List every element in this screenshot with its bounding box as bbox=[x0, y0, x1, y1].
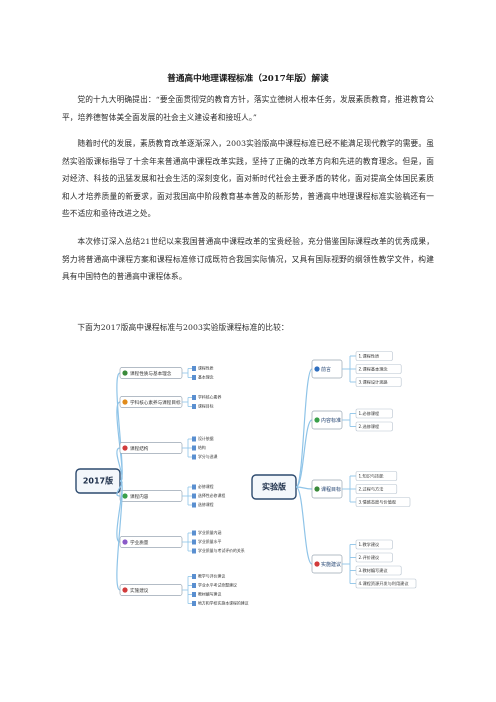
right-leaf-label: 1.知识与技能 bbox=[359, 472, 385, 479]
left-leaf-label: 教学与评价建议 bbox=[198, 574, 225, 579]
right-leaf-box bbox=[355, 565, 402, 576]
pin-icon bbox=[122, 587, 128, 593]
right-branch-connector bbox=[295, 419, 313, 488]
right-branch-connector bbox=[295, 368, 313, 488]
right-leaf-label: 1.必修课程 bbox=[359, 410, 381, 417]
right-leaf-label: 3.教材编写建议 bbox=[359, 567, 389, 574]
flag-icon bbox=[122, 539, 128, 545]
right-leaf-label: 4.课程资源开发与利用建议 bbox=[359, 580, 410, 587]
right-leaf-label: 2.选修课程 bbox=[359, 423, 381, 430]
paragraph-background: 随着时代的发展，素质教育改革逐渐深入，2003实验版高中课程标准已经不能满足现代… bbox=[62, 139, 434, 219]
right-leaf-box bbox=[355, 364, 402, 374]
paragraph-revision: 本次修订深入总结21世纪以来我国普通高中课程改革的宝贵经验，充分借鉴国际课程改革… bbox=[62, 237, 434, 282]
right-leaf-box bbox=[355, 539, 393, 550]
right-leaf-box bbox=[355, 408, 393, 419]
leaf-icon bbox=[192, 366, 196, 371]
leaf-icon bbox=[192, 404, 196, 409]
left-root-label: 2017版 bbox=[83, 476, 113, 486]
leaf-icon bbox=[192, 583, 196, 588]
left-leaf-label: 学业水平考试命题建议 bbox=[198, 583, 237, 588]
left-leaf-label: 学业质量与考试评价的关系 bbox=[198, 548, 245, 553]
right-branch-label: 课程目标 bbox=[321, 486, 341, 493]
left-leaf-label: 选修课程 bbox=[198, 502, 214, 507]
arrow-up-icon bbox=[314, 561, 320, 567]
left-branch-label: 课程性质与基本理念 bbox=[130, 370, 172, 377]
leaf-icon bbox=[192, 601, 196, 606]
left-leaf-label: 学业质量内涵 bbox=[198, 530, 221, 535]
leaf-icon bbox=[192, 502, 196, 508]
book-icon bbox=[314, 417, 320, 423]
document-title: 普通高中地理课程标准（2017年版）解读 bbox=[167, 74, 329, 84]
right-branch-label: 内容标准 bbox=[321, 417, 341, 424]
grid-icon bbox=[314, 366, 320, 372]
paragraph-intro: 党的十九大明确提出：“要全面贯彻党的教育方针，落实立德树人根本任务，发展素质教育… bbox=[62, 95, 434, 122]
globe-icon bbox=[314, 486, 320, 492]
right-branch-connector bbox=[295, 486, 313, 565]
left-leaf-label: 学科核心素养 bbox=[198, 395, 221, 400]
right-leaf-label: 3.情感态度与价值观 bbox=[359, 498, 397, 505]
right-leaf-box bbox=[355, 484, 398, 494]
right-leaf-box bbox=[355, 421, 393, 432]
heart-icon bbox=[122, 445, 128, 451]
left-leaf-label: 设计依据 bbox=[198, 436, 214, 441]
left-leaf-label: 教材编写建议 bbox=[198, 592, 221, 597]
left-leaf-label: 学分与选课 bbox=[198, 454, 218, 459]
left-leaf-label: 结构 bbox=[198, 445, 206, 450]
star-icon bbox=[122, 399, 128, 405]
leaf-icon bbox=[122, 493, 128, 499]
leaf-icon bbox=[192, 484, 196, 490]
leaf-icon bbox=[192, 493, 196, 499]
right-leaf-box bbox=[355, 552, 393, 563]
right-branch-label: 前言 bbox=[321, 366, 331, 373]
leaf-icon bbox=[192, 530, 196, 536]
right-leaf-label: 2.过程与方法 bbox=[359, 485, 384, 492]
left-leaf-label: 课程目标 bbox=[198, 404, 214, 409]
right-leaf-label: 1.课程性质 bbox=[359, 352, 380, 359]
right-leaf-box bbox=[355, 578, 417, 589]
right-leaf-box bbox=[355, 377, 402, 387]
leaf-icon bbox=[192, 445, 196, 451]
right-leaf-label: 1.教学建议 bbox=[359, 541, 381, 548]
paragraph-comparison-lead: 下面为2017版高中课程标准与2003实验版课程标准的比较： bbox=[77, 323, 289, 332]
right-leaf-box bbox=[355, 497, 411, 507]
left-branch-label: 学业质量 bbox=[130, 539, 149, 546]
right-branch-connector bbox=[295, 486, 313, 490]
check-icon bbox=[122, 370, 128, 376]
leaf-icon bbox=[192, 574, 196, 579]
leaf-icon bbox=[192, 592, 196, 597]
right-leaf-label: 3.课程设计思路 bbox=[359, 378, 389, 385]
leaf-icon bbox=[192, 375, 196, 380]
leaf-icon bbox=[192, 539, 196, 545]
right-leaf-box bbox=[355, 471, 398, 481]
left-branch-label: 课程内容 bbox=[130, 493, 149, 500]
right-branch-label: 实施建议 bbox=[321, 561, 341, 568]
left-leaf-label: 地方和学校实施本课程的建议 bbox=[198, 601, 249, 606]
right-leaf-label: 2.评价建议 bbox=[359, 554, 381, 561]
leaf-icon bbox=[192, 395, 196, 400]
left-branch-connector bbox=[116, 480, 123, 591]
left-leaf-label: 必修课程 bbox=[198, 484, 214, 489]
leaf-icon bbox=[192, 548, 196, 554]
left-branch-connector bbox=[116, 447, 123, 482]
right-leaf-box bbox=[355, 351, 393, 361]
right-root-label: 实验版 bbox=[262, 482, 286, 492]
leaf-icon bbox=[192, 436, 196, 442]
left-branch-label: 课程结构 bbox=[130, 445, 149, 452]
left-leaf-label: 选择性必修课程 bbox=[198, 493, 225, 498]
left-branch-label: 学科核心素养与课程目标 bbox=[130, 399, 181, 406]
left-leaf-label: 基本理念 bbox=[198, 375, 214, 380]
left-branch-label: 实施建议 bbox=[130, 587, 149, 594]
leaf-icon bbox=[192, 454, 196, 460]
left-leaf-label: 学业质量水平 bbox=[198, 539, 221, 544]
comparison-mindmap: 2017版课程性质与基本理念课程性质基本理念学科核心素养与课程目标学科核心素养课… bbox=[75, 351, 417, 606]
right-leaf-label: 2.课程基本理念 bbox=[359, 365, 389, 372]
left-leaf-label: 课程性质 bbox=[198, 366, 214, 371]
